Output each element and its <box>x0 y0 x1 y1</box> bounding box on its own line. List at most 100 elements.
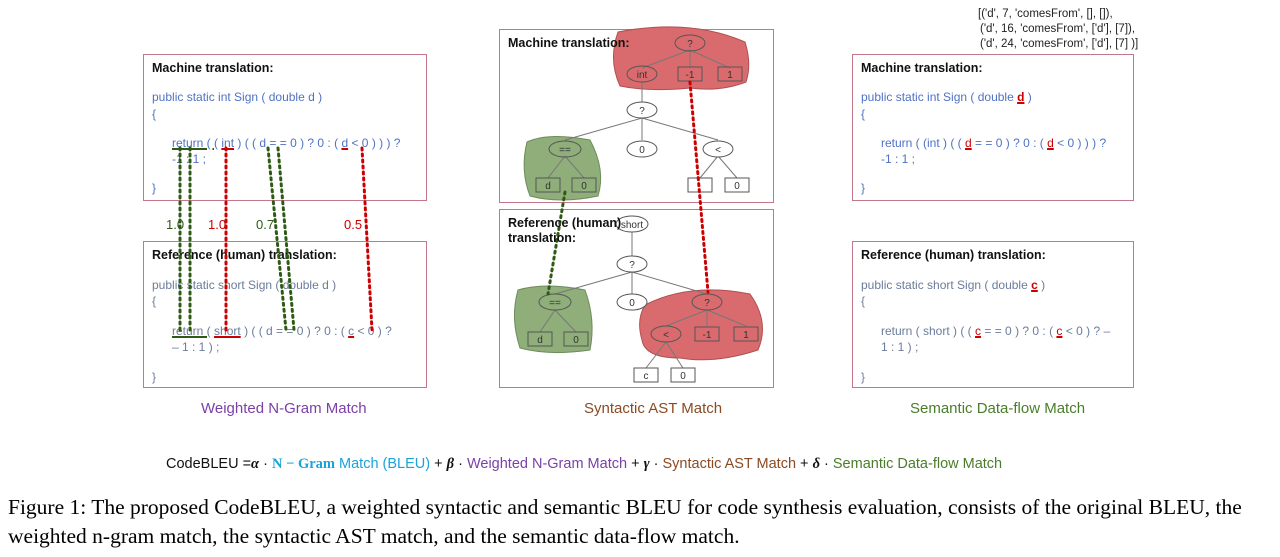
formula-term2: Weighted N-Gram Match <box>466 456 628 472</box>
ast-node-m-one <box>717 66 743 82</box>
dataflow-ref-l1-post: ) <box>1041 278 1046 292</box>
dataflow-tuple-2: ('d', 16, 'comesFrom', ['d'], [7]), <box>980 23 1136 35</box>
ngram-machine-line3: return ( ( int ) ( ( d = = 0 ) ? 0 : ( d… <box>172 137 400 149</box>
ast-node-r-zero2 <box>563 331 589 347</box>
ast-label-r-q: ? <box>629 260 635 271</box>
ngram-ref-line5: } <box>152 370 157 384</box>
dataflow-machine-l1-post: ) <box>1027 90 1032 104</box>
dataflow-ref-line2: { <box>861 294 866 308</box>
ast-node-r-one <box>733 326 759 342</box>
ast-label-m-eqeq: == <box>559 145 571 156</box>
dataflow-machine-l3-d2: d <box>1047 136 1054 150</box>
formula-beta: β <box>446 456 455 472</box>
ast-label-r-q2: ? <box>704 298 710 309</box>
weight-2: 1.0 <box>208 217 227 232</box>
ast-machine-edges <box>547 49 738 179</box>
ngram-machine-return: return ( ( <box>172 136 219 150</box>
ast-node-m-zero3 <box>724 177 750 193</box>
ast-reference-heading-2: translation: <box>508 231 577 245</box>
weight-3: 0.7 <box>256 217 275 232</box>
ast-label-m-neg1: -1 <box>686 70 695 81</box>
ast-label-r-short: short <box>621 220 643 231</box>
ast-reference-heading-1: Reference (human) <box>508 216 622 230</box>
ast-label-m-d: d <box>545 181 551 192</box>
dataflow-machine-box <box>852 54 1134 201</box>
ast-node-r-c <box>633 367 659 383</box>
formula-dot2: · <box>454 456 467 472</box>
ngram-machine-post: < 0 ) ) ) ? <box>351 136 401 150</box>
dataflow-machine-line4: -1 : 1 ; <box>881 152 916 166</box>
ast-node-r-d <box>527 331 553 347</box>
formula-plus2: + <box>627 456 644 472</box>
dataflow-machine-l3-mid: = = 0 ) ? 0 : ( <box>975 136 1044 150</box>
dataflow-ref-l1-c: c <box>1031 278 1038 292</box>
ngram-machine-heading: Machine translation: <box>152 61 274 75</box>
ngram-ref-line2: { <box>152 294 157 308</box>
ast-node-r-q <box>616 255 648 273</box>
ast-node-r-zero <box>616 293 648 311</box>
formula-dot1: · <box>259 456 272 472</box>
dataflow-machine-line5: } <box>861 181 866 195</box>
dataflow-tuple-1: [('d', 7, 'comesFrom', [], []), <box>978 8 1113 20</box>
dataflow-machine-heading: Machine translation: <box>861 61 983 75</box>
dataflow-machine-l3-post: < 0 ) ) ) ? <box>1057 136 1107 150</box>
formula-plus1: + <box>430 456 447 472</box>
ngram-machine-box <box>143 54 427 201</box>
dataflow-ref-l3-c2: c <box>1056 324 1063 338</box>
dataflow-machine-l1-pre: public static int Sign ( double <box>861 90 1014 104</box>
figure-caption: Figure 1: The proposed CodeBLEU, a weigh… <box>8 495 1242 548</box>
ast-ref-edges <box>539 232 747 369</box>
ast-node-m-root <box>674 34 706 52</box>
ast-label-r-one: 1 <box>743 330 749 341</box>
formula-dot4: · <box>820 456 833 472</box>
dataflow-machine-l3-d1: d <box>965 136 972 150</box>
formula-term1a: N − Gram <box>271 456 335 472</box>
weight-4: 0.5 <box>344 217 363 232</box>
dataflow-machine-line2: { <box>861 107 866 121</box>
ast-label-m-root: ? <box>687 39 693 50</box>
ngram-match-d-c <box>360 146 374 332</box>
ast-node-r-lt <box>650 325 682 343</box>
ngram-reference-heading: Reference (human) translation: <box>152 248 337 262</box>
dataflow-ref-line4: 1 : 1 ) ; <box>881 340 919 354</box>
formula-plus3: + <box>796 456 813 472</box>
ast-machine-heading: Machine translation: <box>508 36 630 50</box>
ast-label-m-zero2: 0 <box>581 181 587 192</box>
dataflow-ref-line5: } <box>861 370 866 384</box>
dataflow-ref-l3-post: < 0 ) ? – <box>1065 324 1111 338</box>
formula-term3: Syntactic AST Match <box>662 456 797 472</box>
ast-label-r-d: d <box>537 335 543 346</box>
formula-term4: Semantic Data-flow Match <box>832 456 1003 472</box>
ast-label-m-zero3: 0 <box>734 181 740 192</box>
ngram-machine-d: d <box>341 136 349 150</box>
formula-alpha: α <box>251 456 260 472</box>
dataflow-machine-l3-pre: return ( (int ) ( ( <box>881 136 962 150</box>
dataflow-machine-l1-d: d <box>1017 90 1025 104</box>
dataflow-ref-l3-pre: return ( short ) ( ( <box>881 324 972 338</box>
ast-label-m-one: 1 <box>727 70 733 81</box>
ast-node-r-eqeq <box>538 293 572 311</box>
ast-node-r-q2 <box>691 293 723 311</box>
dataflow-panel-title: Semantic Data-flow Match <box>910 400 1086 417</box>
dataflow-ref-line1: public static short Sign ( double c ) <box>861 279 1045 291</box>
ngram-machine-line2: { <box>152 107 157 121</box>
ast-ref-green-blob <box>514 285 593 354</box>
ast-label-r-lt: < <box>663 330 669 341</box>
ast-label-r-zero2: 0 <box>573 335 579 346</box>
ast-node-m-zero2 <box>571 177 597 193</box>
ngram-machine-int: int <box>221 136 235 150</box>
ast-node-m-zero <box>626 140 658 158</box>
dataflow-ref-l3-c1: c <box>975 324 982 338</box>
ast-label-m-zero: 0 <box>639 145 645 156</box>
ngram-ref-return: return ( <box>172 324 211 338</box>
ngram-machine-line1: public static int Sign ( double d ) <box>152 90 323 104</box>
formula-gamma: γ <box>643 456 650 472</box>
ast-node-r-neg1 <box>694 326 720 342</box>
ast-label-r-eqeq: == <box>549 298 561 309</box>
ast-node-m-d <box>535 177 561 193</box>
ast-label-r-zero3: 0 <box>680 371 686 382</box>
ast-node-m-q2 <box>626 101 658 119</box>
ast-node-r-zero3 <box>670 367 696 383</box>
formula-lhs: CodeBLEU = <box>166 456 252 472</box>
